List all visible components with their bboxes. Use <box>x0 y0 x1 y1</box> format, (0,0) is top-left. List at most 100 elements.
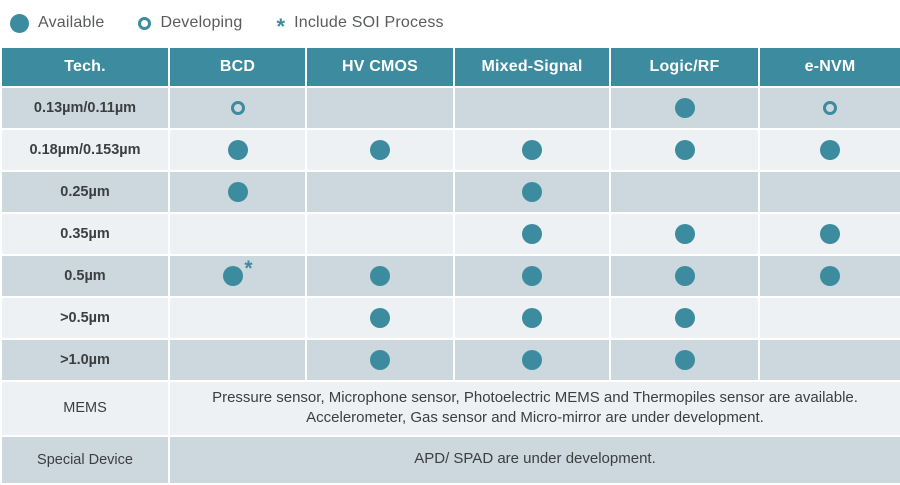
status-cell <box>758 86 900 130</box>
legend-item-soi: * Include SOI Process <box>276 14 444 39</box>
status-cell <box>168 212 307 256</box>
legend-item-developing: Developing <box>138 14 242 32</box>
status-cell <box>609 212 760 256</box>
row-label: >1.0µm <box>0 338 170 382</box>
developing-circle-icon <box>138 16 152 30</box>
available-dot-icon <box>370 266 390 286</box>
status-cell <box>609 338 760 382</box>
available-dot-icon <box>820 266 840 286</box>
status-cell <box>168 296 307 340</box>
status-cell <box>609 86 760 130</box>
column-header: Logic/RF <box>609 46 760 88</box>
available-dot-icon <box>674 140 695 160</box>
status-cell <box>758 338 900 382</box>
status-cell <box>305 212 455 256</box>
status-cell <box>453 338 611 382</box>
developing-circle-icon <box>230 101 245 115</box>
available-dot-icon <box>370 140 390 160</box>
available-dot-icon <box>223 266 244 286</box>
row-label: MEMS <box>0 380 170 437</box>
status-cell <box>609 254 760 298</box>
status-cell <box>305 170 455 214</box>
available-dot-icon <box>674 350 695 370</box>
row-label: 0.13µm/0.11µm <box>0 86 170 130</box>
status-cell <box>305 296 455 340</box>
legend-label-developing: Developing <box>160 14 243 31</box>
row-label: Special Device <box>0 434 170 485</box>
status-cell <box>168 170 307 214</box>
status-cell <box>168 338 307 382</box>
status-cell <box>453 128 611 172</box>
row-label: 0.5µm <box>0 254 170 298</box>
available-dot-icon <box>522 182 542 202</box>
status-cell <box>305 254 455 298</box>
column-header: HV CMOS <box>305 46 455 88</box>
status-cell <box>609 128 760 172</box>
developing-circle-icon <box>823 101 837 115</box>
available-dot-icon <box>227 140 248 160</box>
table-row: >1.0µm <box>0 338 900 382</box>
legend-label-soi: Include SOI Process <box>294 14 444 31</box>
available-dot-icon <box>370 308 390 328</box>
column-header: e-NVM <box>758 46 900 88</box>
legend-label-available: Available <box>38 14 105 31</box>
soi-asterisk-icon: * <box>244 257 253 281</box>
available-dot-icon <box>522 350 542 370</box>
note-text: APD/ SPAD are under development. <box>414 450 656 468</box>
status-cell <box>168 128 307 172</box>
status-cell <box>758 170 900 214</box>
status-cell <box>305 128 455 172</box>
row-label: >0.5µm <box>0 296 170 340</box>
status-cell: * <box>168 254 307 298</box>
status-cell <box>758 296 900 340</box>
status-cell <box>453 212 611 256</box>
status-cell <box>453 296 611 340</box>
table-row: 0.5µm * <box>0 254 900 298</box>
table-row: 0.35µm <box>0 212 900 256</box>
column-header: BCD <box>168 46 307 88</box>
available-dot-icon <box>227 182 248 202</box>
status-cell <box>453 86 611 130</box>
row-label: 0.35µm <box>0 212 170 256</box>
available-dot-icon <box>522 224 542 244</box>
available-dot-icon <box>10 13 29 33</box>
available-dot-icon <box>820 224 840 244</box>
row-label: 0.25µm <box>0 170 170 214</box>
available-dot-icon <box>674 98 695 118</box>
status-cell <box>305 338 455 382</box>
available-dot-icon <box>820 140 840 160</box>
status-cell <box>609 170 760 214</box>
soi-asterisk-icon: * <box>276 14 286 39</box>
available-dot-icon <box>522 140 542 160</box>
status-cell <box>609 296 760 340</box>
status-cell <box>758 128 900 172</box>
available-dot-icon <box>674 266 695 286</box>
table-row: >0.5µm <box>0 296 900 340</box>
legend: Available Developing * Include SOI Proce… <box>0 0 900 46</box>
status-cell <box>758 212 900 256</box>
status-cell <box>453 254 611 298</box>
table-row: 0.18µm/0.153µm <box>0 128 900 172</box>
legend-item-available: Available <box>10 13 105 33</box>
available-dot-icon <box>674 224 695 244</box>
note-cell: Pressure sensor, Microphone sensor, Phot… <box>168 380 900 437</box>
row-label: 0.18µm/0.153µm <box>0 128 170 172</box>
column-header: Tech. <box>0 46 170 88</box>
note-cell: APD/ SPAD are under development. <box>168 434 900 485</box>
available-dot-icon <box>522 308 542 328</box>
table-row: 0.25µm <box>0 170 900 214</box>
available-dot-icon <box>674 308 695 328</box>
status-cell <box>453 170 611 214</box>
table-row: Special Device APD/ SPAD are under develo… <box>0 434 900 485</box>
status-cell <box>305 86 455 130</box>
note-text: Accelerometer, Gas sensor and Micro-mirr… <box>306 409 764 427</box>
table-row: 0.13µm/0.11µm <box>0 86 900 130</box>
status-cell <box>758 254 900 298</box>
column-header: Mixed-Signal <box>453 46 611 88</box>
available-dot-icon <box>370 350 390 370</box>
